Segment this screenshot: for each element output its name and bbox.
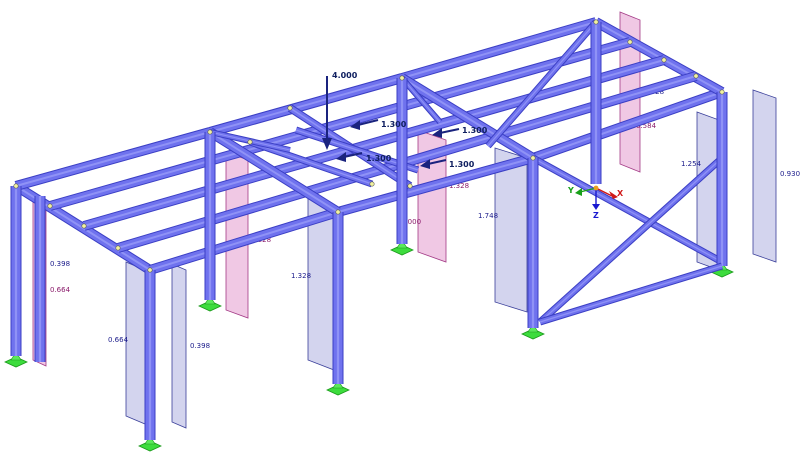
frame-node [247,139,253,145]
wind-value-center-pink: 1.328 [449,182,469,190]
axis-x-label: X [617,189,624,198]
load-arrows: 4.000 1.300 1.300 1.300 1.300 [322,71,488,169]
supports-group [4,239,734,452]
wind-value-back-pink-lower: 0.584 [636,122,657,130]
left-end-beam [14,127,212,191]
frame-node [399,75,405,81]
frame-node [115,245,121,251]
nodes-group [13,19,725,273]
wind-value-front-left-lower: 0.664 [50,286,71,294]
frame-node [81,223,87,229]
wind-value-center-blue: 1.328 [291,272,311,280]
frame-node [661,57,667,63]
frame-node [627,39,633,45]
wind-value-far-right: 0.930 [780,170,800,178]
front-long-beam-1 [148,207,340,275]
roof-brace-1 [399,76,443,124]
axis-z-label: Z [593,211,599,220]
wind-value-front-left: 0.398 [50,260,70,268]
horizontal-load-d-head [420,159,430,169]
horizontal-load-c-line [439,128,460,134]
horizontal-load-c-head [432,128,442,138]
frame-node [287,105,293,111]
wall-brace-x1 [531,154,724,266]
frame-node [719,89,725,95]
horizontal-load-a-line [357,119,379,126]
frame-node [693,73,699,79]
frame-node [47,203,53,209]
back-long-beam-1 [208,73,404,137]
horizontal-load-d-line [427,159,447,165]
vertical-load-label: 4.000 [332,71,358,80]
global-axis-triad-icon: Y X Z [567,185,624,220]
horizontal-load-b-head [336,152,346,162]
wind-value-center-pink-lower: 1.000 [401,218,421,226]
interior-long-beam-2 [82,55,666,231]
frame-node [13,183,19,189]
frame-node [207,129,213,135]
back-long-beam-2 [400,17,598,83]
wind-value-front-mid-blue: 0.664 [108,336,129,344]
wind-panel-far-right-blue [752,89,777,263]
cross-beam-2 [399,73,536,163]
wall-brace-x2 [537,155,725,325]
frame-node [369,181,375,187]
frame-node [530,155,536,161]
wind-panel-right-blue [494,147,528,313]
wind-panel-front-mid-blue [125,261,146,425]
diagonal-brace-back [485,19,599,149]
horizontal-load-b-label: 1.300 [366,154,392,163]
interior-long-beam-1 [48,37,632,211]
frame-node [593,19,599,25]
horizontal-load-a-head [350,120,360,130]
frame-node [147,267,153,273]
horizontal-load-d-label: 1.300 [449,160,475,169]
horizontal-load-a-label: 1.300 [381,120,407,129]
wind-panel-front-mid-right [171,263,187,429]
infill-beam-1 [248,138,374,188]
frame-node [335,209,341,215]
beams-group [10,17,728,440]
green-hinged-support-icon [138,435,162,452]
frame-node [407,183,413,189]
front-long-beam-2 [336,153,535,217]
front-long-beam-3 [531,87,724,163]
wind-value-front-mid-right: 0.398 [190,342,210,350]
wind-value-right-blue: 1.748 [478,212,498,220]
vertical-load-arrowhead [322,138,332,150]
wind-panel-mid-pink [225,151,249,319]
axis-y-label: Y [567,186,574,195]
cross-beam-1 [207,127,341,217]
horizontal-load-c-label: 1.300 [462,126,488,135]
horizontal-load-b-line [343,152,363,158]
wind-value-back-right: 1.254 [681,160,702,168]
base-strut [538,262,724,326]
